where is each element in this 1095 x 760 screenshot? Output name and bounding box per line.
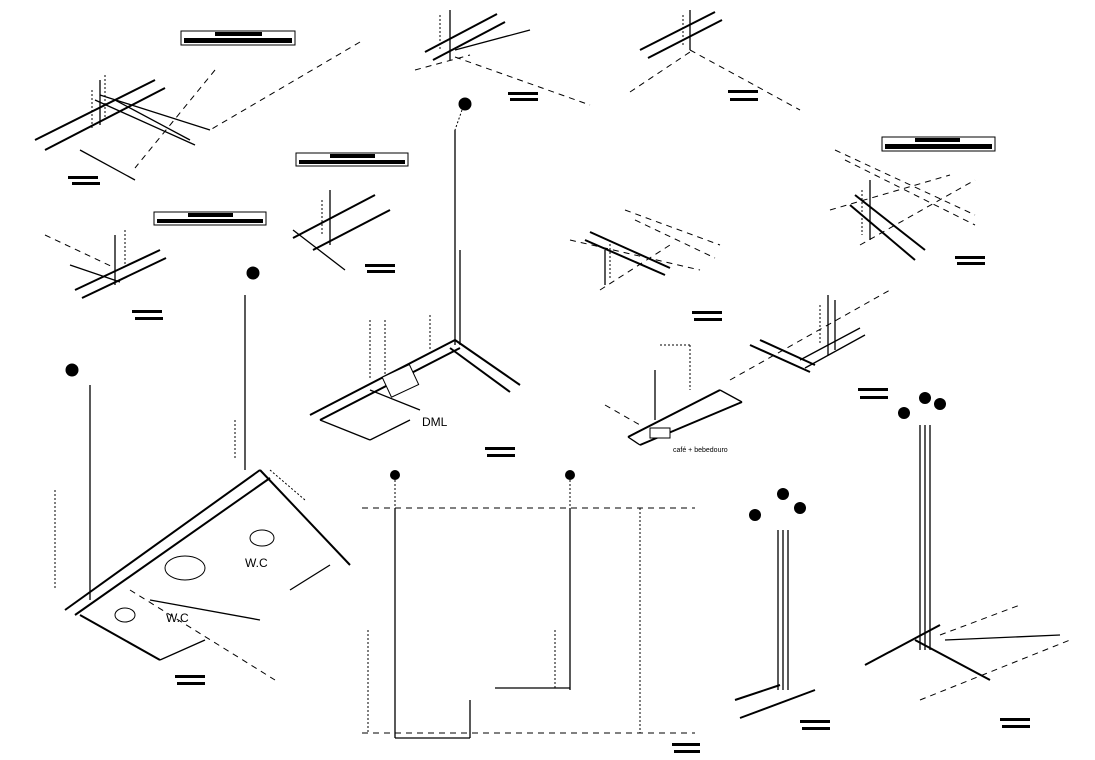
riser-head-icon <box>390 470 400 480</box>
detail-three-risers <box>734 488 830 730</box>
detail-top-center <box>414 10 591 106</box>
riser-head-icon <box>794 502 806 514</box>
riser-head-icon <box>919 392 931 404</box>
detail-right-risers <box>864 392 1071 728</box>
riser-head-icon <box>749 509 761 521</box>
room-label-wc-lower: W.C <box>166 611 189 625</box>
detail-left-mid <box>44 211 267 320</box>
detail-cafe: café + bebedouro <box>604 344 743 454</box>
riser-head-icon <box>458 97 472 111</box>
detail-top-right <box>629 10 801 111</box>
detail-top-left <box>34 30 361 185</box>
detail-elevation <box>362 470 700 753</box>
riser-head-icon <box>565 470 575 480</box>
detail-center-upper <box>292 152 409 273</box>
room-label-cafe: café + bebedouro <box>673 447 728 454</box>
riser-head-icon <box>65 363 79 377</box>
detail-right-upper <box>829 136 996 265</box>
room-label-wc-upper: W.C <box>245 556 268 570</box>
riser-head-icon <box>934 398 946 410</box>
detail-dml: DML <box>309 97 521 457</box>
riser-head-icon <box>898 407 910 419</box>
detail-right-mid <box>729 289 891 399</box>
room-label-dml: DML <box>422 415 448 429</box>
riser-head-icon <box>777 488 789 500</box>
detail-center-right <box>569 209 722 321</box>
riser-head-icon <box>246 266 260 280</box>
detail-wc: W.C W.C <box>54 266 351 685</box>
